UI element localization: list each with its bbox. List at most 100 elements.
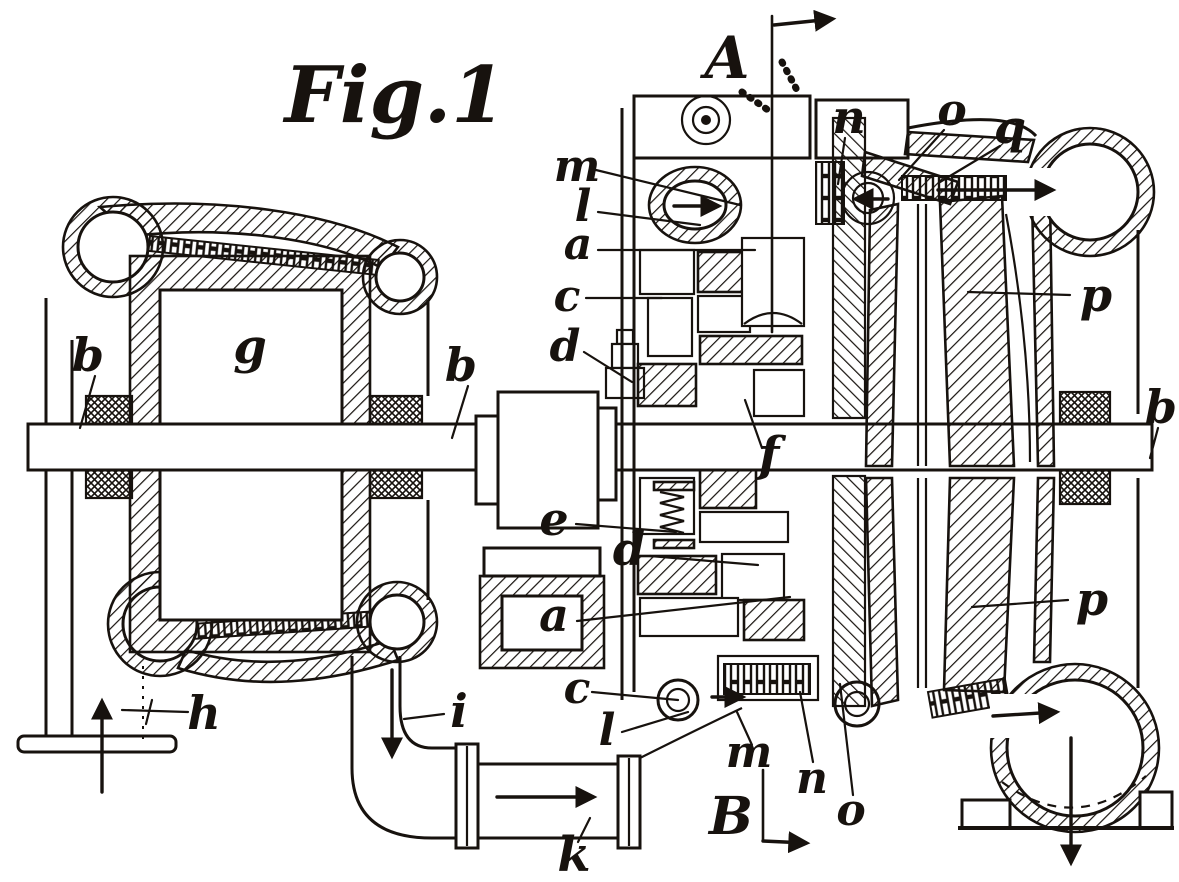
- label-o-top: o: [937, 85, 966, 136]
- label-p-bottom: p: [1076, 572, 1108, 626]
- leader-n-bottom: [798, 690, 815, 764]
- section-lines: [761, 14, 774, 843]
- casing-transition: [639, 707, 743, 759]
- label-n-bottom: n: [796, 753, 828, 804]
- leader-l-bottom: [620, 710, 690, 734]
- label-b-mid: b: [445, 338, 477, 392]
- flow-arrows: [90, 9, 1083, 867]
- label-m-bottom: m: [726, 727, 773, 778]
- block-e: [482, 546, 602, 578]
- leader-e: [574, 522, 678, 534]
- blade-bottom-3: [1032, 476, 1056, 664]
- leader-a-mid: [575, 595, 792, 623]
- stud-d-cap: [615, 328, 635, 346]
- pipe-k: [476, 762, 620, 840]
- coupling-block: [496, 390, 600, 530]
- leader-f: [743, 398, 764, 450]
- label-d-mid: d: [613, 522, 645, 576]
- label-i: i: [450, 684, 467, 738]
- inlet-roof-band: [903, 130, 1036, 164]
- coil-spring: [778, 58, 802, 96]
- volute-inlet-wall: [907, 118, 1038, 138]
- label-n-top: n: [832, 90, 865, 144]
- leader-b-left: [78, 374, 97, 430]
- blade-top-1: [864, 202, 900, 468]
- gearbox-left-wall: [620, 108, 636, 700]
- label-a-mid: a: [539, 588, 569, 642]
- label-h: h: [187, 686, 220, 740]
- bearing-block: [84, 466, 134, 500]
- blade-bottom-2: [942, 476, 1016, 694]
- label-m-left: m: [554, 141, 601, 192]
- leader-k: [576, 816, 592, 844]
- diffuser-column-top: [831, 116, 867, 420]
- drawing-shape: [1040, 142, 1140, 242]
- coil-spring: [738, 88, 772, 114]
- leader-d-mid: [648, 554, 760, 567]
- drawing-shape: [691, 105, 721, 135]
- label-c-bottom: c: [564, 663, 591, 714]
- leader-lines: [78, 128, 1160, 844]
- oil-ring: [680, 94, 732, 146]
- helical-spring: [659, 490, 685, 535]
- bearing-block: [368, 394, 424, 426]
- drawing-shape: [636, 554, 718, 596]
- leader-o-top: [897, 128, 946, 182]
- volute-dashed-arc: [1001, 775, 1147, 809]
- drawing-shape: [701, 115, 711, 125]
- spring-plate: [652, 480, 696, 492]
- coupling-collar-right: [596, 406, 618, 502]
- label-fig-title: Fig.1: [283, 50, 506, 141]
- drawing-shape: [698, 468, 758, 510]
- arrow-section-b-arrow: [761, 831, 811, 854]
- label-o-bottom: o: [836, 785, 865, 836]
- drawing-shape: [374, 251, 426, 303]
- outlet-foot-left: [960, 798, 1012, 830]
- labyrinth-bottom-center: [723, 663, 811, 695]
- drawing-shape: [916, 478, 928, 688]
- leader-m-bottom: [735, 710, 754, 747]
- leader-p-bottom: [970, 598, 1070, 609]
- drawing-shape: [720, 552, 786, 602]
- leader-i: [402, 712, 446, 721]
- label-q-top: q: [994, 100, 1026, 154]
- turbine: [814, 98, 1174, 834]
- drawing-shape: [1004, 213, 1032, 463]
- leader-o-bottom: [838, 682, 855, 797]
- labyrinth-bottom-o: [926, 677, 1011, 719]
- arrow-bottom-volute-flow: [991, 702, 1061, 725]
- drawing-shape: [646, 296, 694, 358]
- drawing-shape: [368, 593, 426, 651]
- bearing-block: [84, 394, 134, 426]
- label-e: e: [539, 492, 568, 546]
- leader-h: [120, 708, 190, 714]
- label-c-left: c: [554, 271, 581, 322]
- drawing-shape: [752, 368, 806, 418]
- drawing-shape: [916, 204, 928, 466]
- leader-q-top: [938, 144, 1002, 184]
- label-section-a: A: [699, 24, 749, 92]
- drawing-shape: [465, 746, 631, 846]
- shaft-end-bearing: [1058, 468, 1112, 506]
- bottom-piping: [350, 656, 743, 850]
- label-p-top: p: [1080, 268, 1112, 322]
- drawing-shape: [636, 362, 698, 408]
- leader-l-left: [596, 210, 702, 227]
- leader-c-bottom: [590, 690, 680, 702]
- coupling-group: [474, 328, 646, 670]
- label-k: k: [557, 827, 590, 882]
- blade-bottom-1: [864, 476, 900, 708]
- inlet-flange: [16, 734, 178, 754]
- spring-plate: [652, 538, 696, 550]
- leader-n-top: [836, 136, 847, 186]
- label-a-left: a: [564, 219, 593, 270]
- arrow-section-a-arrow: [772, 9, 837, 32]
- leader-h-tick: [144, 698, 154, 726]
- shaft-end-bearing: [1058, 390, 1112, 426]
- label-d-left: d: [550, 321, 581, 372]
- drawing-shape: [698, 334, 804, 366]
- outlet-foot-right: [1138, 790, 1174, 830]
- label-l-left: l: [575, 181, 592, 232]
- leader-p-top: [966, 290, 1072, 297]
- label-g: g: [233, 319, 267, 375]
